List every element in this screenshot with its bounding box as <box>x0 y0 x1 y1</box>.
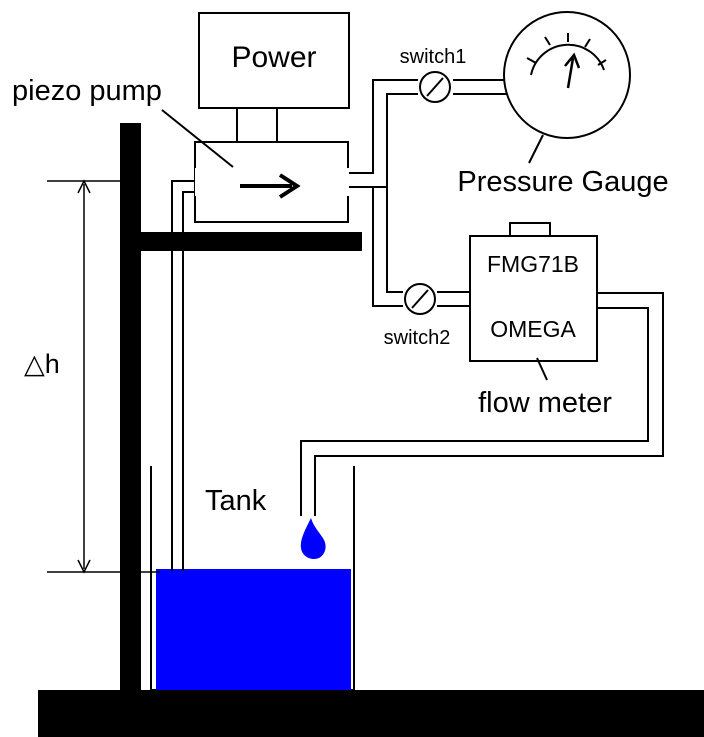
pump-body <box>194 141 349 223</box>
pressure-gauge-leader <box>528 134 544 164</box>
switch2-label: switch2 <box>384 327 451 349</box>
water-drop-icon <box>300 518 326 559</box>
switch2-handle <box>411 289 429 309</box>
delta-h-label: △h <box>24 349 60 379</box>
flow-meter-brand-label: OMEGA <box>490 316 576 342</box>
switch1-label: switch1 <box>400 46 467 68</box>
gauge-scale-ticks <box>526 33 607 76</box>
base-floor <box>38 690 704 737</box>
flow-meter-leader <box>536 357 548 381</box>
flow-meter-box <box>469 235 598 362</box>
power-label: Power <box>231 41 316 74</box>
stand-pole <box>120 123 141 693</box>
piezo-pump-label: piezo pump <box>12 75 162 107</box>
inlet-tube <box>171 180 195 571</box>
switch1-handle <box>426 77 444 97</box>
flow-meter-label: flow meter <box>478 387 612 419</box>
tank-label: Tank <box>205 485 267 517</box>
flow-meter-top-connector <box>509 222 551 238</box>
arrow-right-icon <box>240 173 301 199</box>
pump-inlet-nozzle <box>195 168 207 196</box>
arrow-up-icon <box>564 52 581 89</box>
flow-meter-feed-tube <box>372 187 470 307</box>
pressure-gauge-label: Pressure Gauge <box>457 166 668 198</box>
tank-water <box>156 569 351 690</box>
stand-arm <box>120 232 362 251</box>
pump-outlet-tube <box>348 79 508 188</box>
pressure-gauge <box>503 11 631 139</box>
pump-outlet-nozzle <box>337 168 349 196</box>
return-tube <box>300 292 664 516</box>
piezo-pump-leader <box>161 109 234 168</box>
flow-meter-model-label: FMG71B <box>487 251 579 277</box>
delta-h-dimension <box>47 179 160 574</box>
power-cable <box>236 107 278 143</box>
power-box <box>198 12 350 109</box>
